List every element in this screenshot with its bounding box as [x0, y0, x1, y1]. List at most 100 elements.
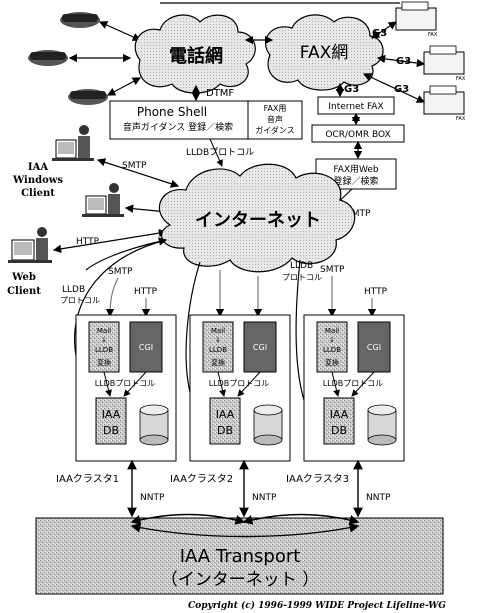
smtp-label-windows: SMTP: [122, 161, 147, 171]
iaa-db-3: IAA DB: [324, 398, 354, 444]
lldb-label-1: LLDB: [62, 285, 85, 295]
nntp-label-1: NNTP: [140, 493, 165, 503]
svg-text:変換: 変換: [325, 358, 339, 367]
internet-cloud: インターネット: [159, 164, 354, 272]
smtp-label-c1: SMTP: [108, 267, 133, 277]
phone-shell-box: Phone Shell 音声ガイダンス 登録／検索 FAX用 音声 ガイダンス: [110, 101, 302, 139]
cluster-3-lldb-protocol: LLDBプロトコル: [323, 379, 384, 388]
svg-text:Windows: Windows: [12, 175, 63, 186]
iaa-db-1: IAA DB: [96, 398, 126, 444]
web-client-label: Web Client: [7, 272, 41, 297]
svg-text:LLDB: LLDB: [323, 346, 341, 354]
g3-label-4: G3: [344, 84, 359, 95]
svg-text:Mail: Mail: [97, 327, 111, 335]
svg-text:↓: ↓: [215, 336, 221, 344]
svg-text:DB: DB: [217, 424, 233, 437]
fax-voice-line3: ガイダンス: [255, 125, 295, 135]
nntp-label-3: NNTP: [366, 493, 391, 503]
copyright-text: Copyright (c) 1996-1999 WIDE Project Lif…: [188, 600, 446, 611]
database-cylinder-icon-2: [254, 405, 282, 445]
iaa-transport-bar: IAA Transport （インターネット ）: [36, 515, 443, 595]
database-cylinder-icon-3: [368, 405, 396, 445]
fax-network-cloud: FAX網: [266, 15, 383, 90]
windows-client-person-2: [82, 183, 124, 217]
telephone-icon-1: [60, 12, 100, 28]
svg-text:CGI: CGI: [139, 343, 153, 352]
fax-machine-icon-1: FAX: [396, 2, 438, 38]
nntp-label-2: NNTP: [252, 493, 277, 503]
lldb-protocol-top-label: LLDBプロトコル: [186, 147, 254, 158]
cluster-1-label: IAAクラスタ1: [56, 473, 119, 485]
iaa-windows-client-label: IAA Windows Client: [12, 162, 63, 199]
internet-fax-label: Internet FAX: [328, 102, 383, 112]
phone-network-label: 電話網: [169, 45, 223, 67]
transport-subtitle: （インターネット ）: [161, 570, 319, 590]
transport-title: IAA Transport: [180, 546, 301, 567]
lldb-label-3: LLDB: [290, 261, 313, 271]
svg-text:変換: 変換: [211, 358, 225, 367]
fax-machine-icon-2: FAX: [424, 46, 466, 82]
cluster-2-lldb-protocol: LLDBプロトコル: [209, 379, 270, 388]
ocr-omr-label: OCR/OMR BOX: [325, 130, 390, 140]
g3-label-3: G3: [394, 84, 409, 95]
telephone-icon-3: [68, 89, 108, 105]
mail-lldb-converter-2: Mail ↓ LLDB 変換: [203, 322, 233, 372]
http-label-c1: HTTP: [134, 287, 158, 297]
protocol-label-1: プロトコル: [60, 296, 100, 305]
http-label-c3: HTTP: [364, 287, 388, 297]
cluster-2-label: IAAクラスタ2: [170, 473, 233, 485]
iaa-cluster-1: Mail ↓ LLDB 変換 CGI LLDBプロトコル IAA DB: [76, 315, 176, 461]
internet-fax-box: Internet FAX: [318, 97, 394, 114]
ocr-omr-box: OCR/OMR BOX: [312, 125, 404, 142]
svg-text:FAX: FAX: [456, 116, 466, 122]
fax-web-line1: FAX用Web: [333, 164, 379, 175]
svg-text:IAA: IAA: [28, 162, 48, 173]
iaa-db-2: IAA DB: [210, 398, 240, 444]
iaa-cluster-3: Mail ↓ LLDB 変換 CGI LLDBプロトコル IAA DB: [304, 315, 404, 461]
database-cylinder-icon-1: [140, 405, 168, 445]
svg-text:IAA: IAA: [216, 408, 235, 421]
svg-text:Mail: Mail: [211, 327, 225, 335]
phone-shell-title: Phone Shell: [137, 105, 207, 119]
fax-network-label: FAX網: [300, 43, 349, 63]
svg-text:Mail: Mail: [325, 327, 339, 335]
svg-text:Client: Client: [21, 188, 55, 199]
iaa-cluster-2: Mail ↓ LLDB 変換 CGI LLDBプロトコル IAA DB: [190, 315, 290, 461]
phone-network-cloud: 電話網: [135, 15, 255, 93]
cluster-3-label: IAAクラスタ3: [286, 473, 349, 485]
g3-label-2: G3: [396, 56, 411, 67]
telephone-icon-2: [28, 50, 68, 66]
svg-text:LLDB: LLDB: [209, 346, 227, 354]
svg-text:DB: DB: [331, 424, 347, 437]
mail-lldb-converter-1: Mail ↓ LLDB 変換: [89, 322, 119, 372]
svg-text:Web: Web: [11, 272, 36, 283]
svg-text:↓: ↓: [329, 336, 335, 344]
fax-machine-icon-3: FAX: [424, 86, 466, 122]
internet-label: インターネット: [195, 210, 321, 231]
fax-voice-line2: 音声: [267, 114, 283, 124]
cgi-box-2: CGI: [244, 322, 276, 372]
svg-text:CGI: CGI: [253, 343, 267, 352]
svg-text:LLDB: LLDB: [95, 346, 113, 354]
svg-text:DB: DB: [103, 424, 119, 437]
fax-web-line2: 登録／検索: [333, 175, 378, 187]
svg-text:FAX: FAX: [428, 32, 438, 38]
smtp-label-c3: SMTP: [320, 265, 345, 275]
svg-text:↓: ↓: [101, 336, 107, 344]
svg-text:FAX: FAX: [456, 76, 466, 82]
cgi-box-1: CGI: [130, 322, 162, 372]
cgi-box-3: CGI: [358, 322, 390, 372]
mail-lldb-converter-3: Mail ↓ LLDB 変換: [317, 322, 347, 372]
svg-text:CGI: CGI: [367, 343, 381, 352]
cluster-1-lldb-protocol: LLDBプロトコル: [95, 379, 156, 388]
svg-text:IAA: IAA: [102, 408, 121, 421]
windows-client-person-1: [52, 125, 94, 161]
fax-voice-line1: FAX用: [264, 104, 287, 113]
web-client-person: [8, 227, 52, 263]
protocol-label-3: プロトコル: [282, 273, 322, 282]
http-label-client: HTTP: [76, 237, 100, 247]
svg-text:Client: Client: [7, 286, 41, 297]
svg-text:変換: 変換: [97, 358, 111, 367]
svg-text:IAA: IAA: [330, 408, 349, 421]
